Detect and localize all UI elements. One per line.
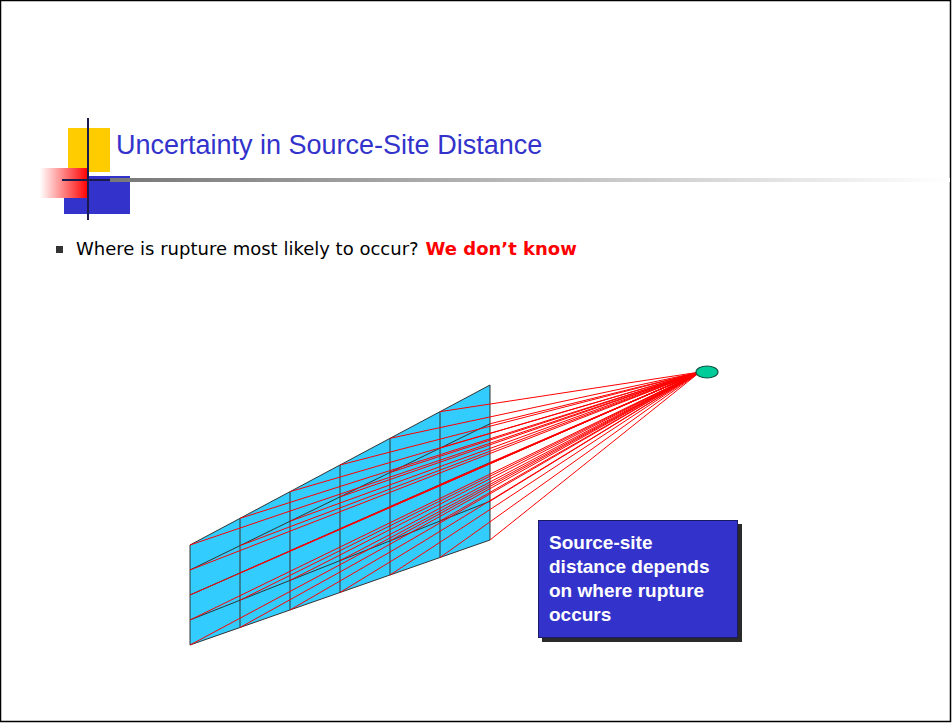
- bullet-line: Where is rupture most likely to occur? We…: [76, 238, 577, 259]
- distance-ray: [490, 372, 700, 424]
- site-marker: [696, 366, 718, 378]
- distance-ray: [390, 372, 700, 541]
- callout-box: Source-site distance depends on where ru…: [538, 520, 738, 638]
- distance-ray: [490, 372, 700, 501]
- callout-text: Source-site distance depends on where ru…: [549, 531, 727, 627]
- fault-plane-face: [190, 385, 490, 645]
- distance-ray: [340, 372, 700, 497]
- distance-ray: [440, 372, 700, 448]
- emphasis-text: We don’t know: [426, 238, 577, 259]
- distance-ray: [290, 372, 700, 521]
- distance-ray: [490, 372, 700, 540]
- title-underline: [110, 178, 950, 182]
- distance-ray: [390, 372, 700, 507]
- distance-ray: [240, 372, 700, 518]
- distance-ray: [290, 372, 700, 492]
- bullet-square: [56, 246, 63, 253]
- distance-ray: [340, 372, 700, 529]
- slide-title: Uncertainty in Source-Site Distance: [116, 130, 542, 161]
- fault-plane: [190, 385, 490, 645]
- distance-ray: [390, 372, 700, 473]
- bullet-text: Where is rupture most likely to occur?: [76, 238, 419, 259]
- distance-ray: [340, 372, 700, 465]
- logo-vertical-rule: [87, 118, 89, 220]
- distance-ray: [440, 372, 700, 485]
- distance-ray: [490, 372, 700, 463]
- distance-ray: [440, 372, 700, 521]
- logo-red-bar: [40, 168, 88, 198]
- distance-ray: [440, 372, 700, 412]
